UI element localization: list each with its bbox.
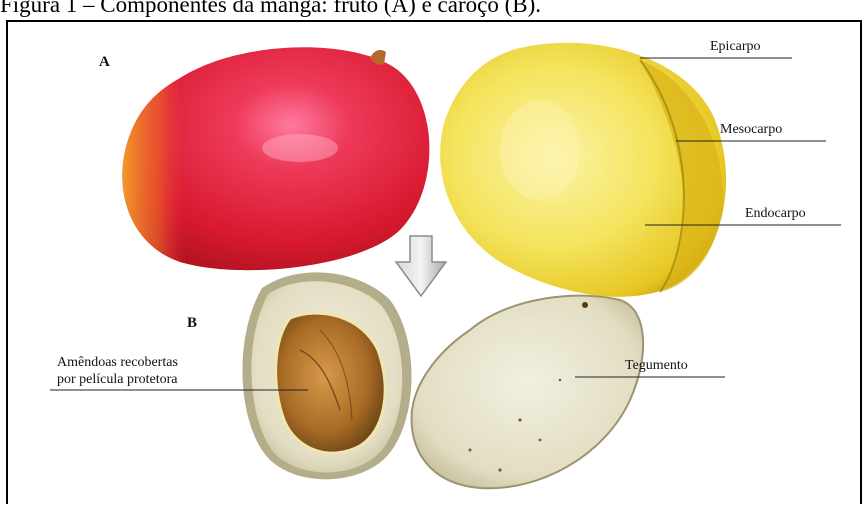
closed-seed-husk (412, 296, 644, 489)
open-seed-with-kernel (242, 272, 411, 479)
label-amendoas-line2: por película protetora (57, 371, 178, 388)
panel-label-a: A (99, 54, 110, 71)
label-endocarpo: Endocarpo (745, 206, 806, 222)
label-amendoas-line1: Amêndoas recobertas (57, 354, 178, 371)
down-arrow-icon (396, 236, 446, 296)
label-tegumento: Tegumento (625, 358, 688, 374)
label-mesocarpo: Mesocarpo (720, 122, 782, 138)
red-mango-fruit (122, 47, 429, 270)
label-epicarpo: Epicarpo (710, 39, 761, 55)
panel-label-b: B (187, 315, 197, 332)
label-amendoas: Amêndoas recobertas por película proteto… (57, 354, 178, 388)
yellow-mango-flesh (440, 43, 726, 297)
